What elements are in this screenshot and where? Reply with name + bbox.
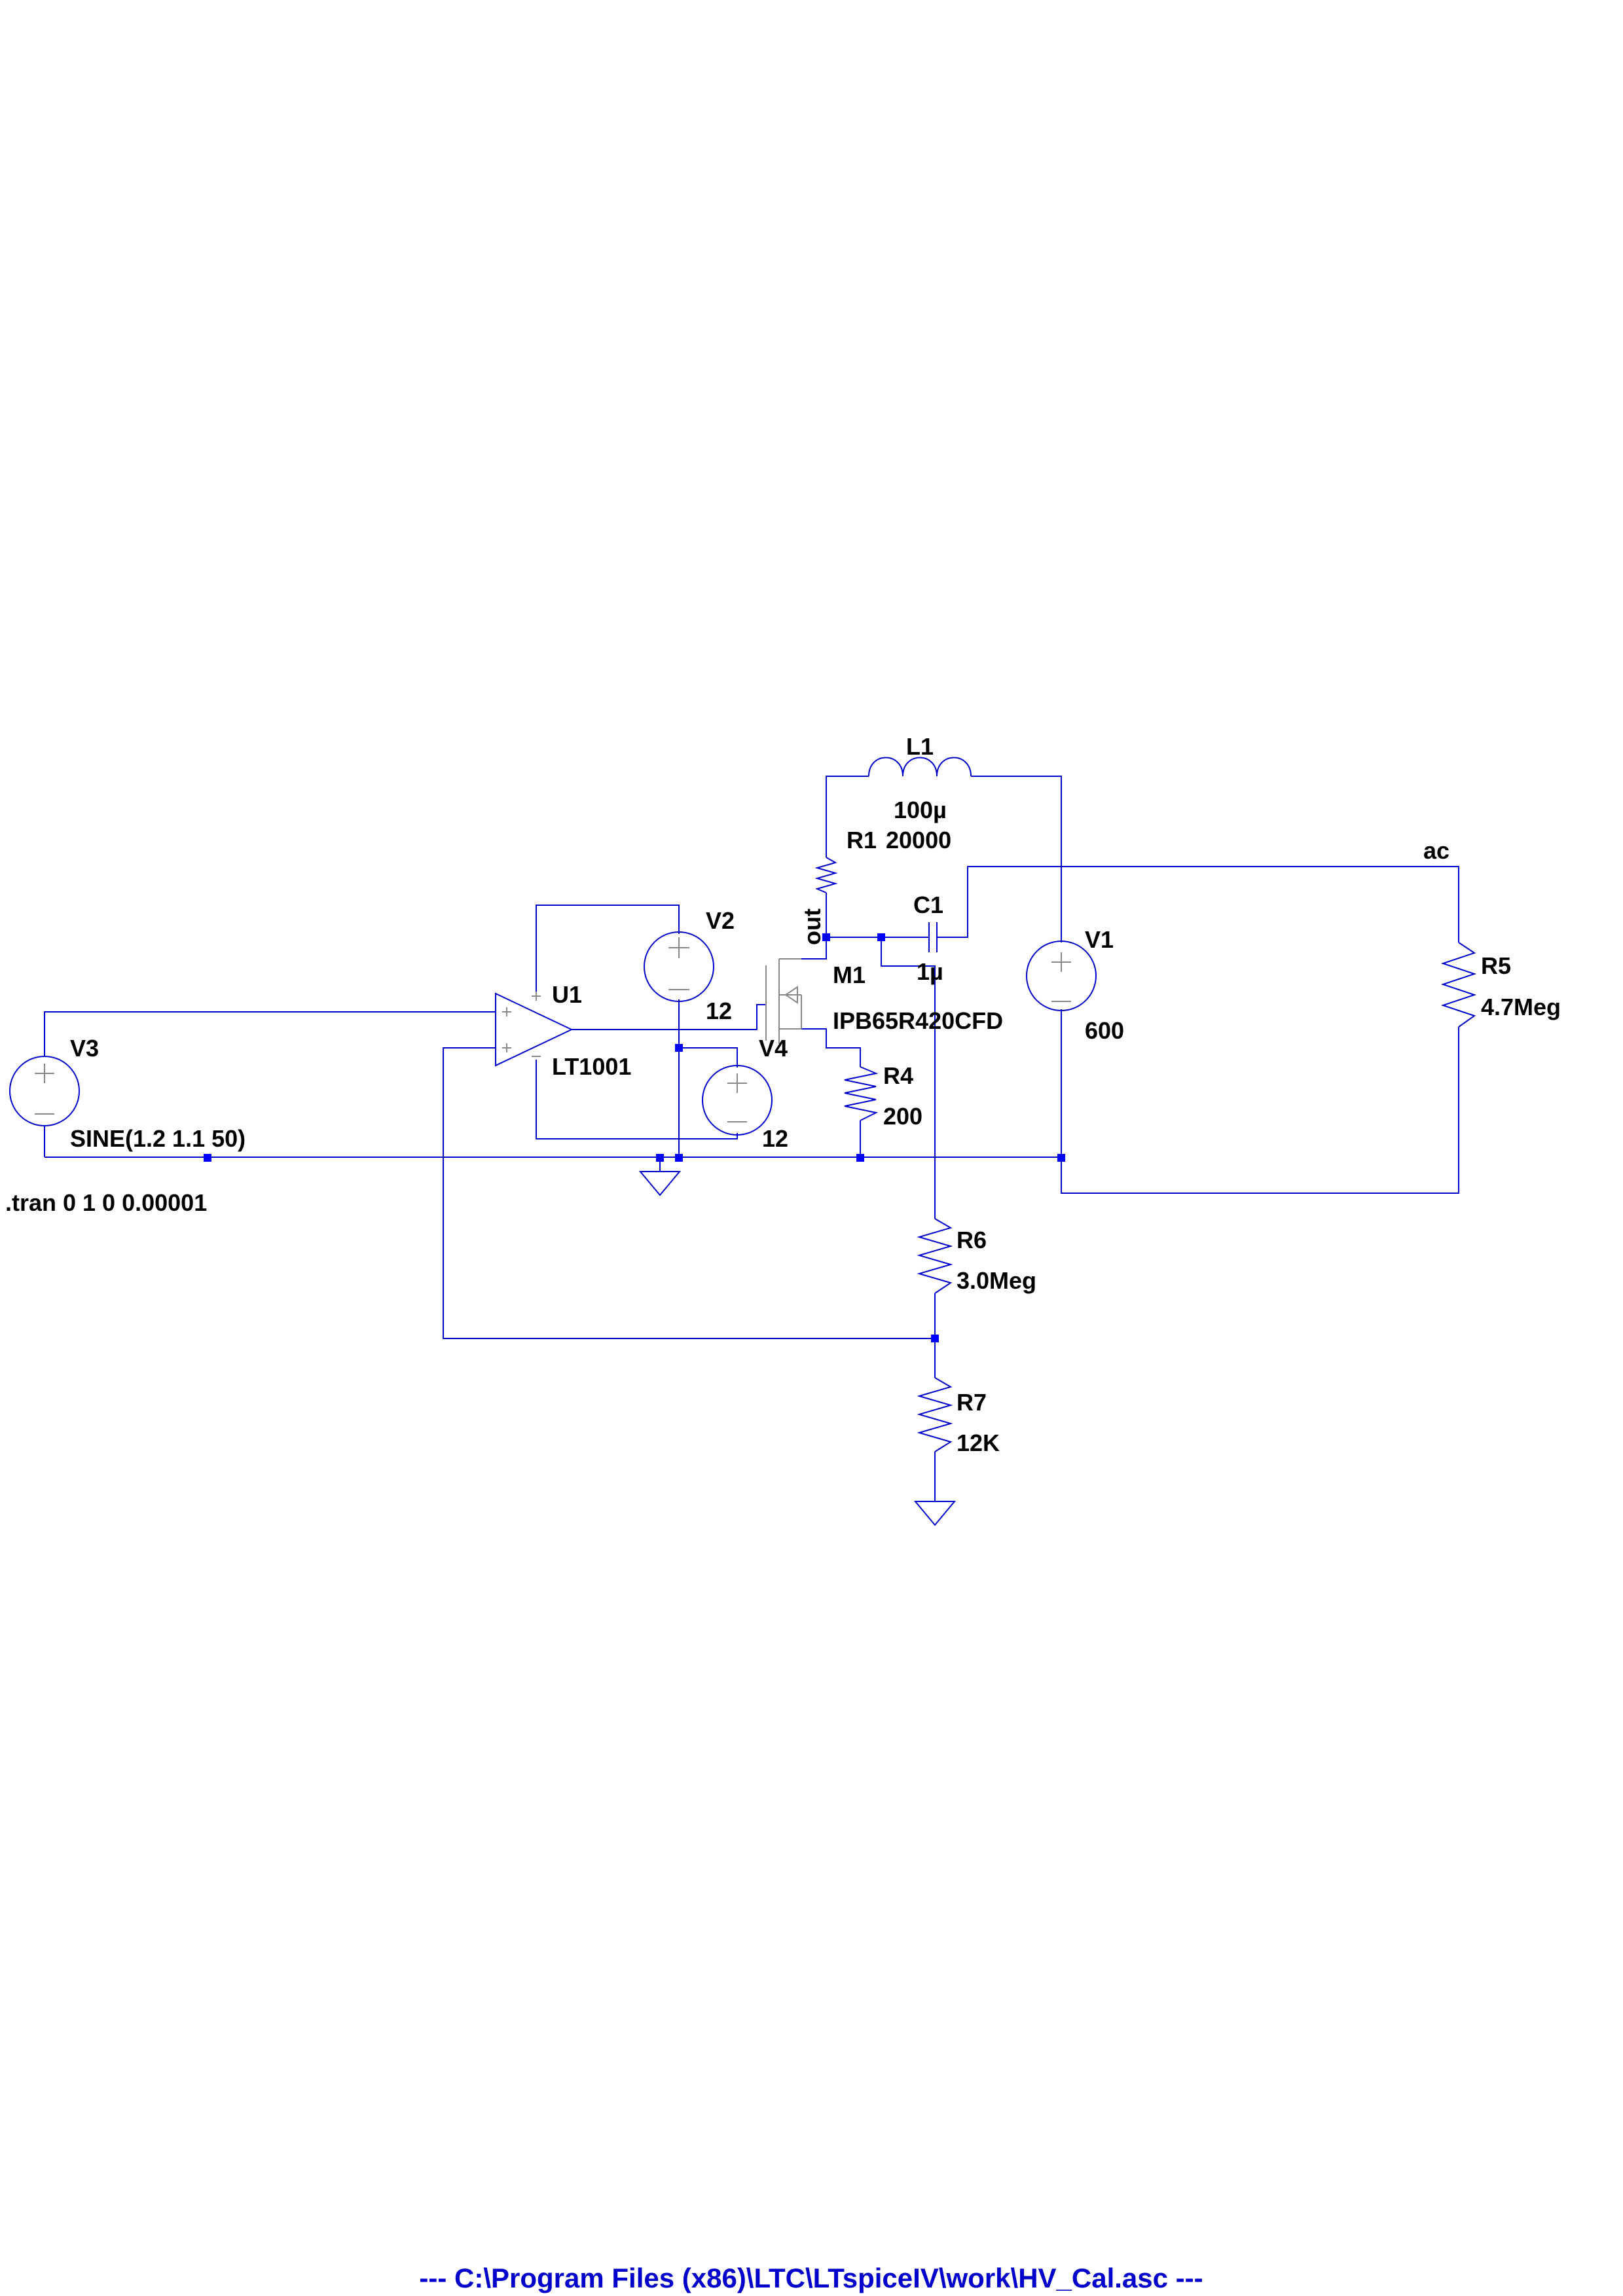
u1-value-label: LT1001 [552,1053,631,1080]
net-label-out: out [799,908,826,945]
junction-dot [1057,1154,1065,1162]
v4-ref-label: V4 [759,1035,788,1062]
r4-value-label: 200 [883,1103,922,1130]
junction-dot [931,1335,939,1342]
file-path-footer: --- C:\Program Files (x86)\LTC\LTspiceIV… [419,2263,1203,2293]
junction-dot [675,1154,683,1162]
junction-dot [877,933,885,941]
l1-ref-label: L1 [906,733,934,760]
v1-ref-label: V1 [1085,926,1114,953]
v2-voltage-source-icon[interactable] [644,931,714,1002]
r6-ref-label: R6 [957,1227,987,1253]
junctions [204,933,1065,1342]
v1-value-label: 600 [1085,1017,1124,1044]
r4-resistor-icon[interactable] [844,1066,879,1121]
r1-value-label: 20000 [886,827,951,853]
r5-ref-label: R5 [1481,952,1511,979]
junction-dot [822,933,830,941]
r6-value-label: 3.0Meg [957,1267,1036,1294]
r7-ref-label: R7 [957,1389,987,1416]
u1-opamp-icon[interactable] [495,992,574,1067]
spice-directive[interactable]: .tran 0 1 0 0.00001 [5,1189,207,1216]
wires [44,776,1459,1501]
l1-inductor-icon[interactable] [868,757,972,777]
v1-voltage-source-icon[interactable] [1026,941,1097,1011]
junction-dot [856,1154,864,1162]
v4-value-label: 12 [762,1125,788,1152]
r7-value-label: 12K [957,1429,1000,1456]
r5-value-label: 4.7Meg [1481,994,1561,1020]
m1-mosfet-icon[interactable] [765,958,802,1044]
junction-dot [204,1154,211,1162]
l1-value-label: 100µ [894,797,947,823]
ground-icon [638,1171,682,1196]
c1-capacitor-icon[interactable] [928,922,938,952]
r1-ref-label: R1 [847,827,877,853]
v2-value-label: 12 [706,997,732,1024]
net-label-ac: ac [1423,837,1450,864]
junction-dot [675,1044,683,1052]
r7-resistor-icon[interactable] [917,1377,953,1452]
v4-voltage-source-icon[interactable] [702,1065,773,1136]
junction-dot [656,1154,664,1162]
c1-value-label: 1µ [917,958,943,985]
v3-ref-label: V3 [70,1035,99,1062]
ground-icon [913,1501,957,1526]
r4-ref-label: R4 [883,1062,913,1089]
v3-value-label: SINE(1.2 1.1 50) [70,1125,246,1152]
c1-ref-label: C1 [913,891,943,918]
m1-value-label: IPB65R420CFD [833,1007,1003,1034]
v2-ref-label: V2 [706,907,735,934]
u1-ref-label: U1 [552,981,582,1008]
r6-resistor-icon[interactable] [917,1218,953,1294]
r5-resistor-icon[interactable] [1440,942,1477,1028]
r1-resistor-icon[interactable] [814,857,838,893]
v3-voltage-source-icon[interactable] [9,1056,80,1126]
m1-ref-label: M1 [833,961,866,988]
